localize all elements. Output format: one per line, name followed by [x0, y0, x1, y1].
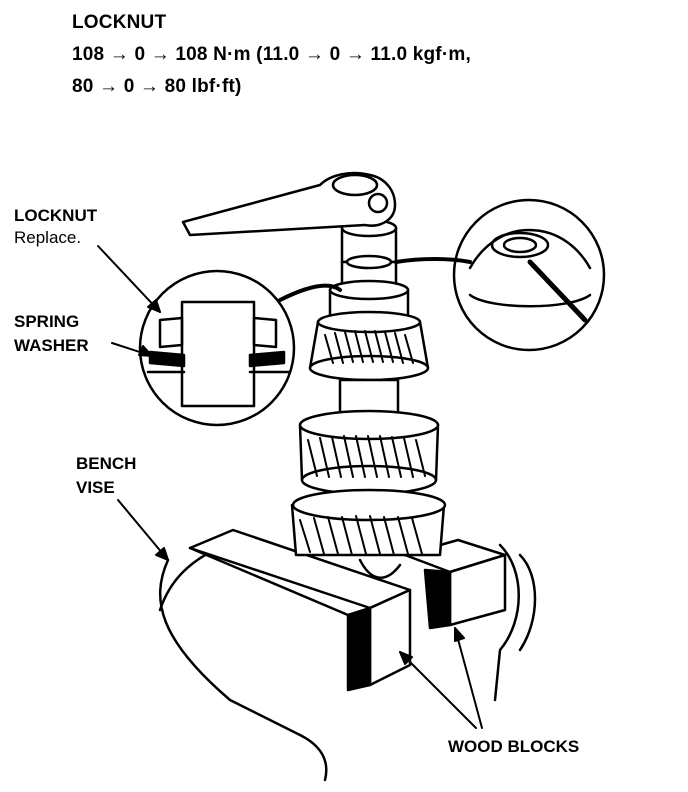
torque-spec-line-2: 80 → 0 → 80 lbf·ft)	[72, 76, 242, 97]
label-locknut-replace: Replace.	[14, 228, 82, 247]
torque-spec-line-1: 108 → 0 → 108 N·m (11.0 → 0 → 11.0 kgf·m…	[72, 44, 471, 65]
detail-locknut-stake	[394, 198, 606, 352]
label-vise: VISE	[76, 478, 115, 497]
countershaft-assembly	[290, 218, 447, 579]
wood-blocks	[188, 528, 507, 692]
wrench	[181, 171, 397, 237]
label-spring: SPRING	[14, 312, 80, 331]
label-locknut: LOCKNUT	[14, 206, 98, 225]
label-wood-blocks: WOOD BLOCKS	[448, 737, 580, 756]
title-locknut: LOCKNUT	[72, 12, 167, 33]
label-washer: WASHER	[14, 336, 89, 355]
detail-spring-washer	[138, 269, 342, 427]
label-bench: BENCH	[76, 454, 137, 473]
leader-lines	[97, 245, 483, 729]
